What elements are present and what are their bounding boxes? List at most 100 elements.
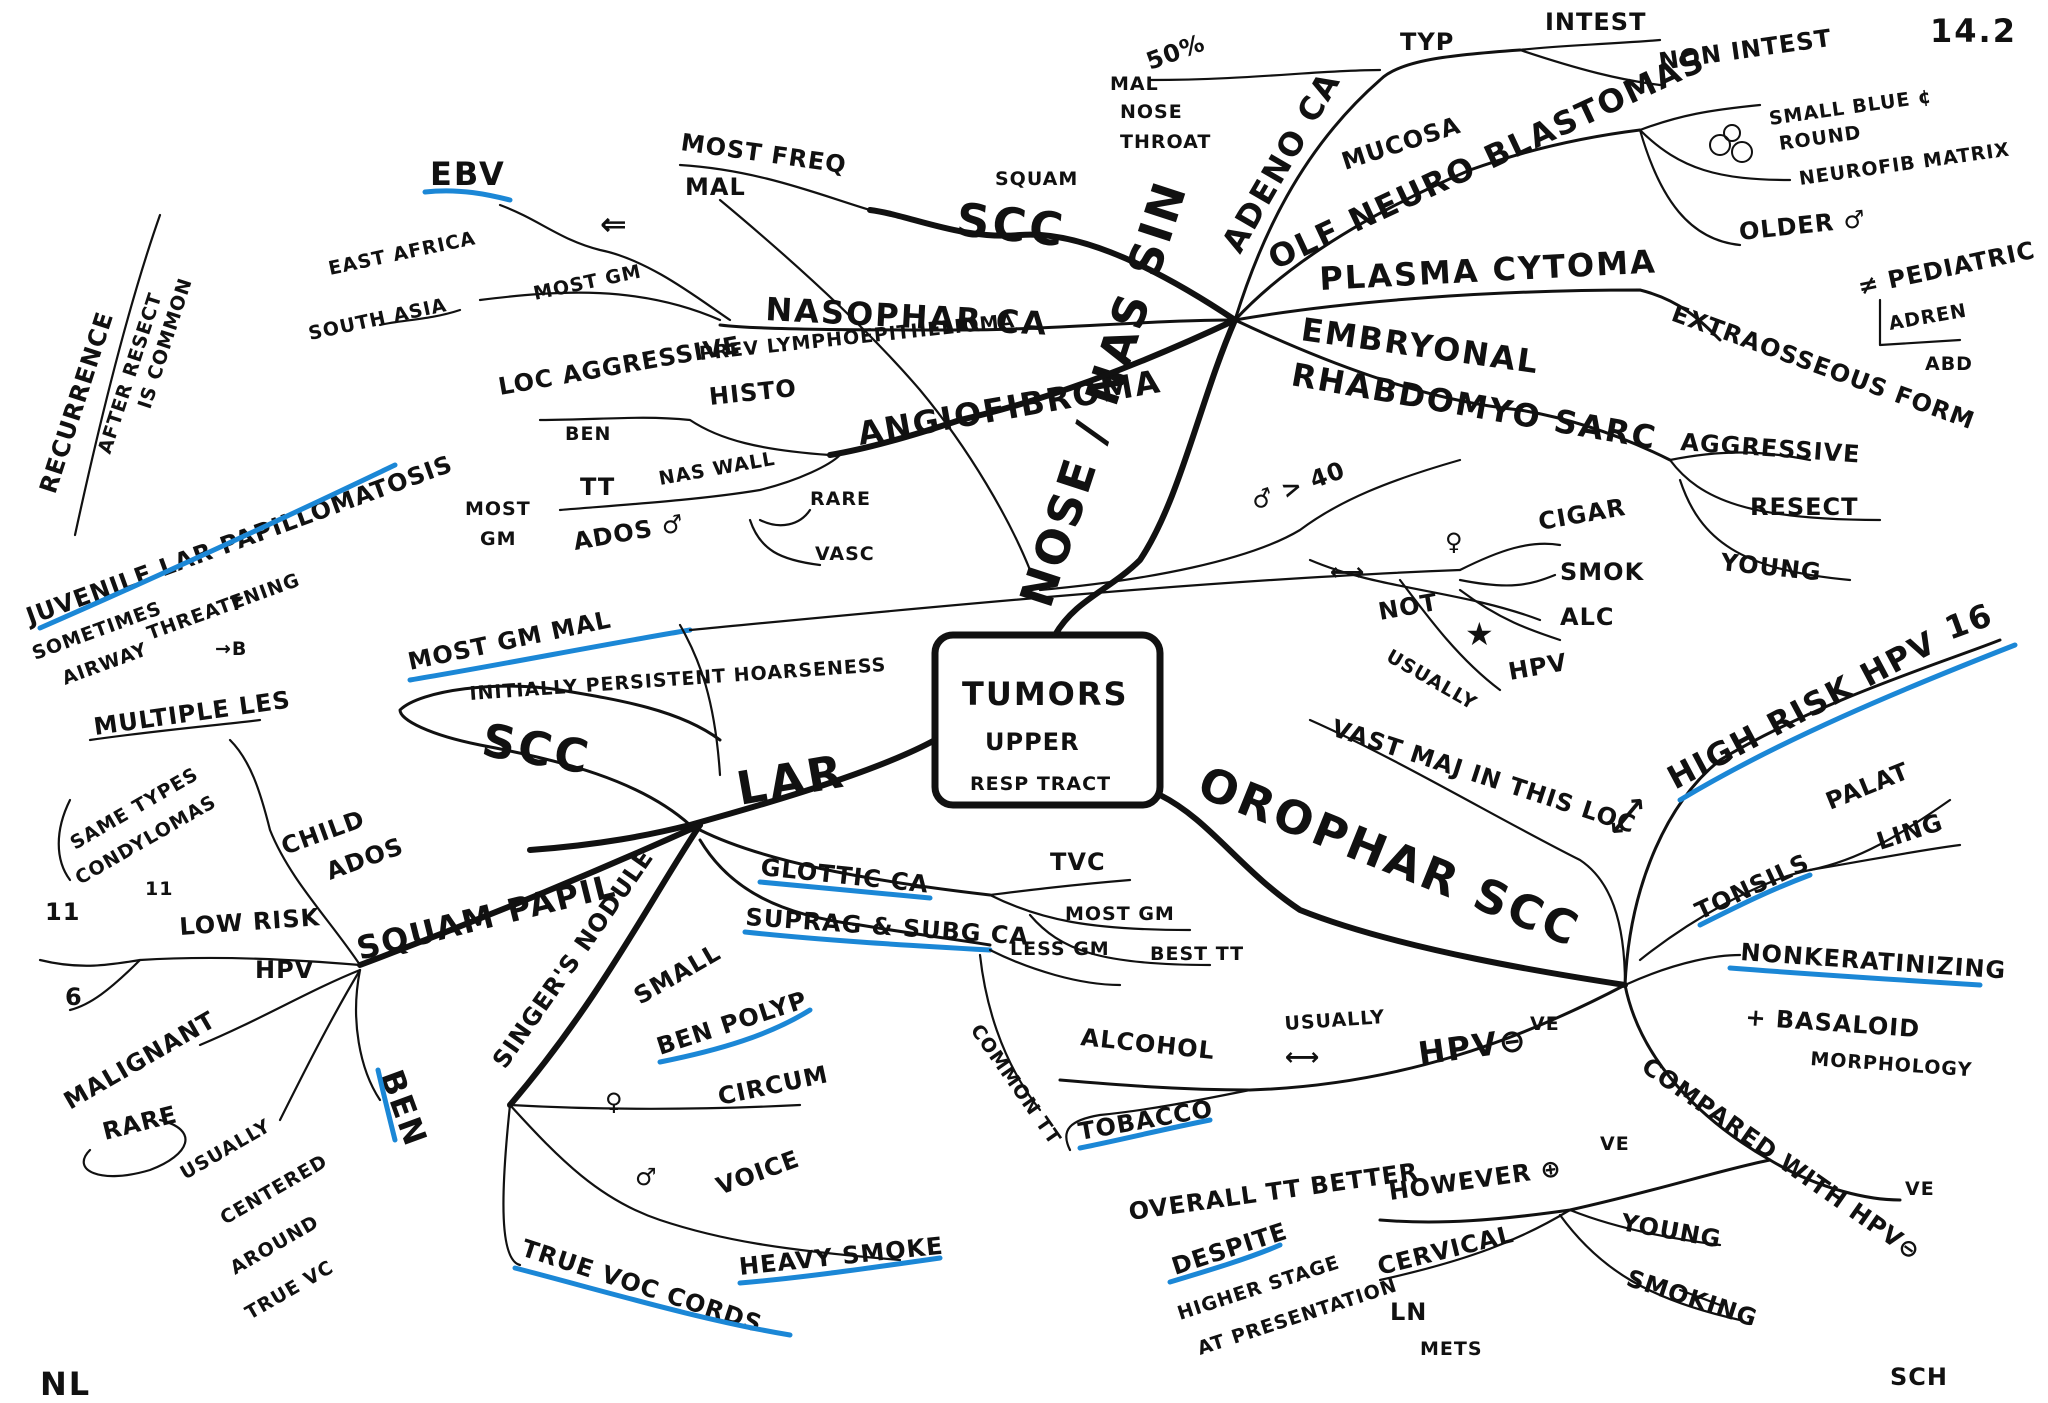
lar-juv-b: →B [215,638,247,660]
lar-squam-6-line [68,958,142,1012]
initials-left: NL [40,1365,91,1403]
lar-squam-malignant: MALIGNANT [59,1006,221,1115]
nose-scc-pct: 50% [1142,29,1208,76]
center-sub2: RESP TRACT [970,773,1111,795]
branch-lar [527,737,938,853]
branch-lar-supra [698,838,992,947]
nose-angio-naswall: NAS WALL [657,448,777,490]
branch-lar-singers [507,822,703,1108]
nose-nasophar-southasia: SOUTH ASIA [306,294,448,345]
nose-risk-not-line [1398,578,1502,692]
lar-juv-t: T [230,593,244,615]
lar-squam-rare-loop [82,1118,187,1178]
lar-glottic-tvc-line [988,878,1132,897]
branch-lar-squam [357,822,703,968]
nose-olf-older: OLDER ♂ [1738,205,1868,246]
nose-risk-female: ♀ [1445,528,1464,556]
lar-scc-loop [398,684,722,827]
lar-glottic-tvc: TVC [1050,848,1106,876]
lar-singers-sub1 [508,1103,802,1110]
nose-risk-line [1038,458,1462,592]
lar-glottic-best-line [1028,913,1212,967]
nose-scc-squam: SQUAM [995,168,1078,190]
lar-singers-female: ♀ [605,1088,624,1116]
branch-nose [1052,317,1238,638]
lar-glottic-gm-line [988,893,1192,932]
branch-nose-olf [1233,128,1642,322]
nose-adeno-typ: TYP [1400,28,1454,56]
nose-rhabdo-resect: RESECT [1750,493,1859,521]
lar-mostgm-highlight [407,627,693,683]
lar-squam-ditto: 11 [145,878,173,900]
nose-scc-malnose1: MAL [1110,73,1159,95]
lar-squam-malig-line [198,968,362,1047]
nose-risk-smok: SMOK [1560,558,1645,586]
lar-mostgm-arrow [678,623,722,777]
lar-glottic-mostgm: MOST GM [1065,903,1175,925]
nose-nasophar-ebv: EBV [430,155,506,193]
lar-heavysmoke-highlight [737,1255,943,1286]
small-blue-cells-icon [1709,134,1731,156]
nose-scc-mal: MAL [685,173,746,201]
nose-mostfreq-line [678,163,872,212]
small-blue-cells-icon-3 [1723,124,1741,142]
nose-olf-pediatric: ≠ PEDIATRIC [1855,236,2037,301]
nose-angio-locaggr: LOC AGGRESSIVE [496,331,742,401]
orophar-cervical: CERVICAL [1375,1220,1517,1281]
orophar-tobacco-highlight [1077,1117,1213,1151]
nose-adeno-nonintest-line [1518,48,1662,87]
nose-scc-malnose3: THROAT [1120,131,1211,153]
nose-angio-ben: BEN [565,423,611,445]
lar-squam-6: 6 [65,983,83,1011]
nose-risk-female-line [1308,558,1542,622]
orophar-ling-line [1808,843,1962,872]
nose-olf-adren-bracket [1878,298,1962,347]
branch-orophar-hpvneg [1058,983,1627,1092]
nose-olf-cells-line [1638,103,1762,132]
lar-glottic-highlight [757,879,933,901]
lar-singers-sub3 [502,1103,522,1267]
orophar-cervical-line [1378,1208,1572,1282]
nose-risk-cigar: CIGAR [1536,493,1628,536]
orophar-tobacco-line [1065,1088,1252,1152]
lar-squam-lowrisk-line [38,956,362,967]
lar-glottic-besttt: BEST TT [1150,943,1244,965]
lar-squam-lowrisk: LOW RISK [178,903,321,941]
orophar-nonker-highlight [1727,965,1983,988]
nose-angio-tt: TT [580,473,615,501]
lar-squam-usually-line [278,968,362,1122]
nose-olf-adren: ADREN [1887,300,1969,335]
nose-rhabdo-aggr-line [1668,451,1812,462]
nose-angio-sub-line [558,453,842,512]
nose-section: NOSE / NAS SIN SCC SQUAM MOST FREQ MAL A… [306,8,2037,715]
small-blue-cells-icon-2 [1731,141,1753,163]
nose-rhabdo-young-line [1678,478,1852,582]
lar-juv-bracket [73,213,162,537]
nose-angio-ben-line [538,416,832,457]
lar-supra-highlight [742,929,993,953]
nose-nasophar-gm-line [478,291,722,322]
orophar-hpvneg-ve: VE [1530,1013,1560,1035]
branch-orophar-hpv [1623,638,2002,987]
branch-lar-glottic [698,828,992,897]
branch-nose-adeno [1233,48,1522,322]
lar-title: LAR [733,744,850,816]
lar-juv-highlight [37,462,398,631]
lar-squam-ben-line [354,968,382,1102]
lar-supra-common: COMMON TT [966,1020,1065,1149]
orophar-despite-highlight [1167,1242,1283,1285]
nose-olf-abd: ABD [1925,353,1973,375]
nose-risk-star: ★ [1465,615,1496,653]
lar-supra-common-line [978,953,1042,1112]
nose-angio-vasc: VASC [815,543,875,565]
lar-singers-small: SMALL [629,938,726,1010]
orophar-smoking-strike [1678,1288,1722,1307]
orophar-usually-arrow: ⟷ [1285,1043,1320,1071]
branch-orophar-compared [1623,983,1902,1202]
nose-rhabdo-resect-line [1668,458,1882,522]
nose-olf-neurofib-line [1638,128,1792,182]
branch-nose-rhabdo [1233,318,1672,462]
orophar-hpv-highlight [1677,642,2018,803]
center-node: TUMORS UPPER RESP TRACT [931,631,1164,809]
